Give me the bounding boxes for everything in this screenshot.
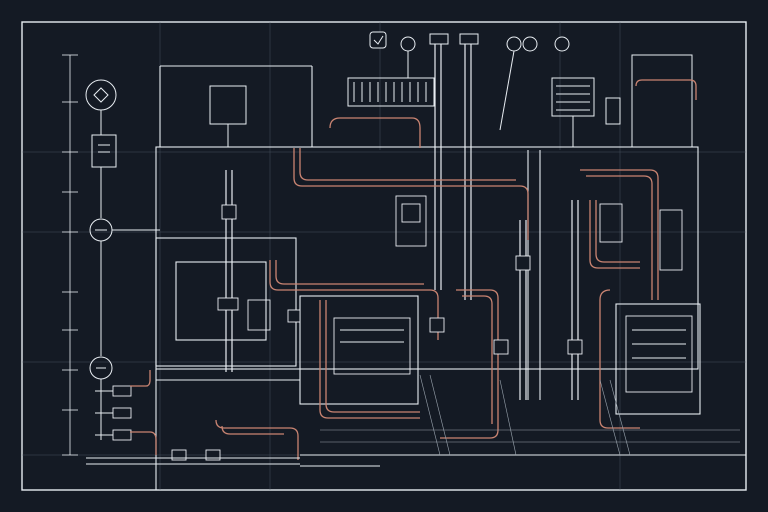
pipe-fittings bbox=[171, 204, 583, 461]
foundation-hatch bbox=[320, 374, 740, 456]
bottom-pipe-run bbox=[86, 379, 380, 467]
left-component-stack bbox=[85, 79, 160, 440]
control-panel bbox=[209, 85, 247, 125]
hot-water-pipes bbox=[130, 79, 697, 460]
outer-border bbox=[21, 21, 747, 491]
dial-icon bbox=[506, 36, 522, 52]
dial-icon bbox=[522, 36, 538, 52]
pump-symbol bbox=[85, 79, 117, 111]
mechanical-room bbox=[247, 195, 693, 393]
gauge-icon bbox=[369, 31, 387, 49]
left-fittings bbox=[95, 385, 132, 441]
control-box bbox=[91, 134, 117, 168]
top-gauges bbox=[369, 31, 570, 131]
dial-icon bbox=[554, 36, 570, 52]
reference-grid bbox=[22, 22, 746, 490]
radiator-unit bbox=[347, 77, 435, 107]
top-equipment bbox=[209, 54, 693, 148]
dial-icon bbox=[400, 36, 416, 52]
left-dimension-column bbox=[62, 54, 78, 456]
cold-water-risers bbox=[225, 44, 579, 400]
